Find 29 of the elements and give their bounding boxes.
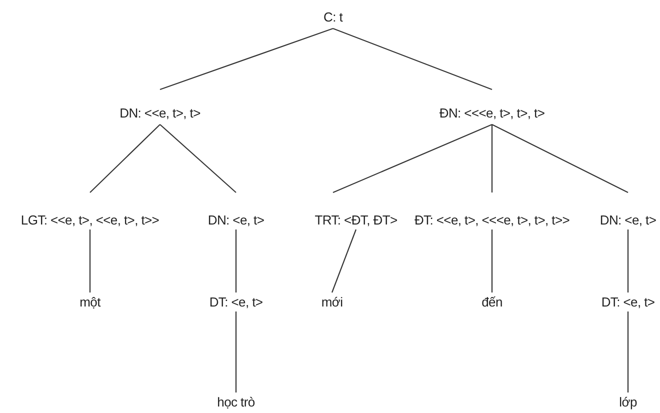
node-label: C: t xyxy=(320,8,346,26)
tree-branch-line xyxy=(160,124,236,193)
tree-branch-line xyxy=(627,230,629,292)
tree-branch-line xyxy=(235,230,237,292)
node-label: ĐN: <<<e, t>, t>, t> xyxy=(436,104,548,122)
node-label: DN: <<e, t>, t> xyxy=(116,104,204,122)
node-label: DN: <e, t> xyxy=(596,210,660,230)
tree-branch-line xyxy=(235,312,237,392)
node-label: lớp xyxy=(616,392,640,412)
tree-branch-line xyxy=(160,28,334,90)
tree-branch-line xyxy=(491,230,493,292)
tree-branch-line xyxy=(492,124,628,193)
tree-branch-line xyxy=(332,28,492,90)
node-label: một xyxy=(76,292,104,312)
node-label: mới xyxy=(318,292,346,312)
tree-branch-line xyxy=(332,124,492,193)
tree-branch-line xyxy=(491,124,493,192)
node-label: đến xyxy=(478,292,506,312)
tree-branch-line xyxy=(89,230,91,292)
tree-branch-line xyxy=(90,124,160,193)
tree-branch-line xyxy=(627,312,629,392)
node-label: DT: <e, t> xyxy=(206,292,266,312)
node-label: DT: <e, t> xyxy=(598,292,658,312)
node-label: LGT: <<e, t>, <<e, t>, t>> xyxy=(18,210,162,230)
node-label: TRT: <ĐT, ĐT> xyxy=(312,210,400,230)
node-label: ĐT: <<e, t>, <<<e, t>, t>, t>> xyxy=(411,210,573,230)
node-label: DN: <e, t> xyxy=(204,210,268,230)
node-label: học trò xyxy=(214,392,258,412)
tree-branch-line xyxy=(331,229,357,293)
